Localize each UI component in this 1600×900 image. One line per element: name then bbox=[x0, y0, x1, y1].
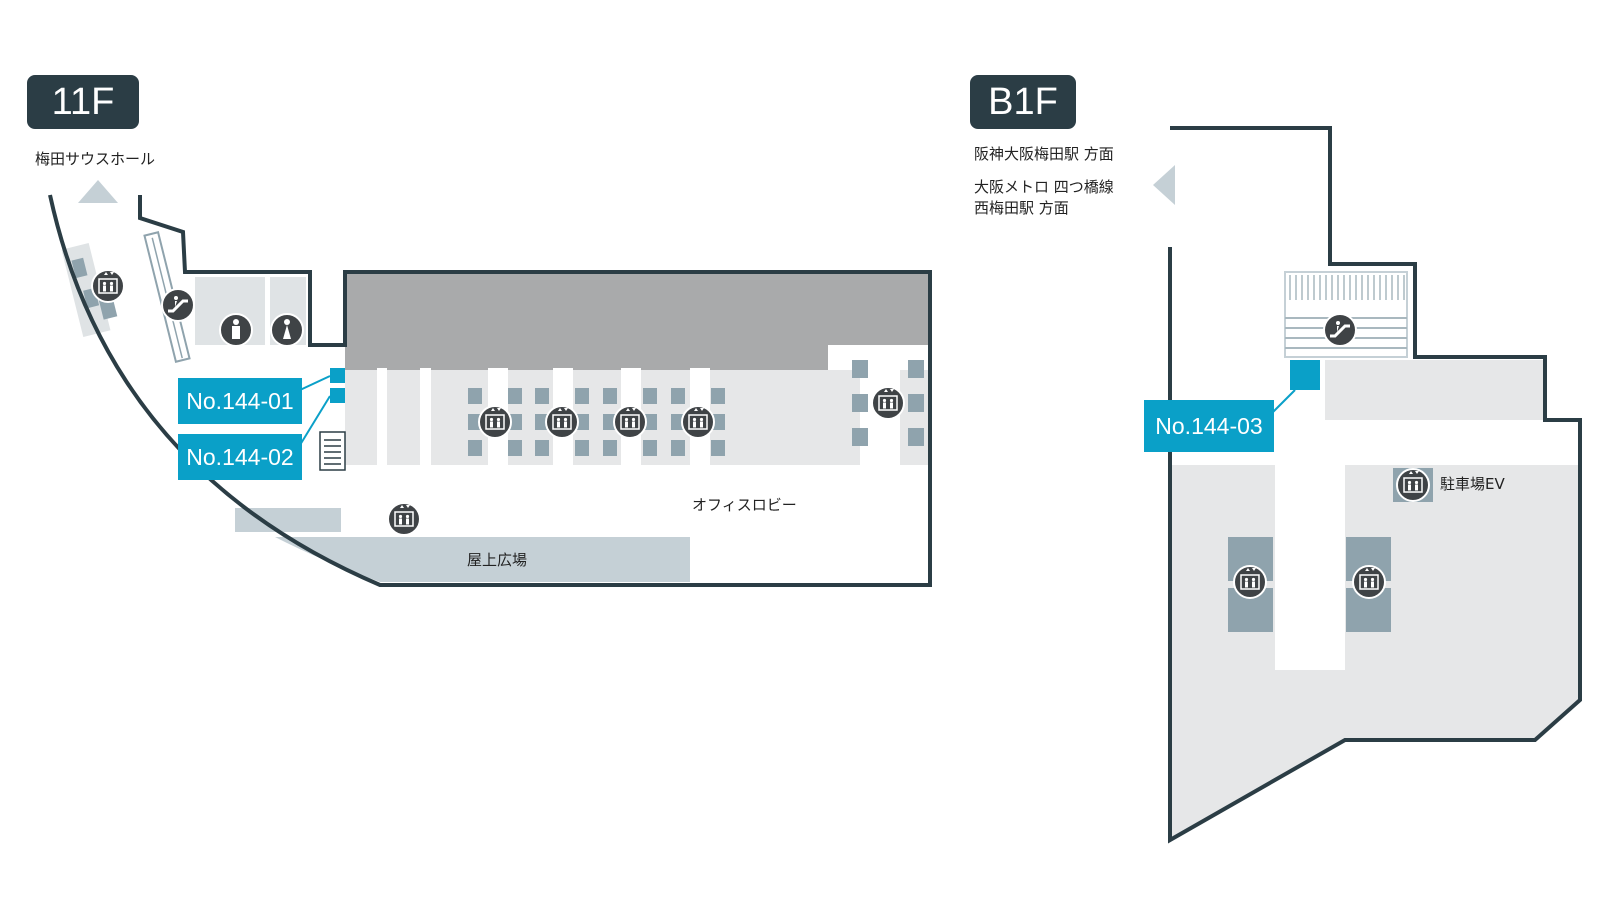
direction-label-nishi-umeda: 西梅田駅 方面 bbox=[974, 199, 1069, 217]
elevator-icon bbox=[387, 502, 421, 536]
floor-badge-11f: 11F bbox=[27, 75, 139, 129]
room-label-office-lobby: オフィスロビー bbox=[692, 496, 797, 514]
room-label-parking-ev: 駐車場EV bbox=[1440, 475, 1505, 493]
callout-no-144-02[interactable]: No.144-02 bbox=[178, 434, 302, 480]
elevator-icon bbox=[91, 269, 125, 303]
elevator-icon bbox=[478, 405, 512, 439]
floor-b1f-plan bbox=[1153, 126, 1582, 844]
elevator-icon bbox=[1396, 468, 1430, 502]
room-label-rooftop-plaza: 屋上広場 bbox=[467, 551, 528, 569]
direction-label-metro-line: 大阪メトロ 四つ橋線 bbox=[974, 178, 1114, 196]
elevator-icon bbox=[545, 405, 579, 439]
mens-restroom-icon bbox=[219, 313, 253, 347]
escalator-icon bbox=[160, 287, 196, 323]
elevator-icon bbox=[681, 405, 715, 439]
floor-11f-plan bbox=[48, 180, 932, 587]
floor-badge-b1f: B1F bbox=[970, 75, 1076, 129]
direction-label-south-hall: 梅田サウスホール bbox=[35, 150, 156, 168]
escalator-icon bbox=[1322, 312, 1358, 348]
elevator-icon bbox=[1352, 565, 1386, 599]
direction-label-hanshin: 阪神大阪梅田駅 方面 bbox=[974, 145, 1114, 163]
left-arrow-icon bbox=[1153, 165, 1175, 205]
callout-no-144-03[interactable]: No.144-03 bbox=[1144, 400, 1274, 452]
elevator-icon bbox=[613, 405, 647, 439]
elevator-icon bbox=[1233, 565, 1267, 599]
elevator-icon bbox=[871, 386, 905, 420]
callout-no-144-01[interactable]: No.144-01 bbox=[178, 378, 302, 424]
up-arrow-icon bbox=[78, 180, 118, 203]
womens-restroom-icon bbox=[270, 313, 304, 347]
